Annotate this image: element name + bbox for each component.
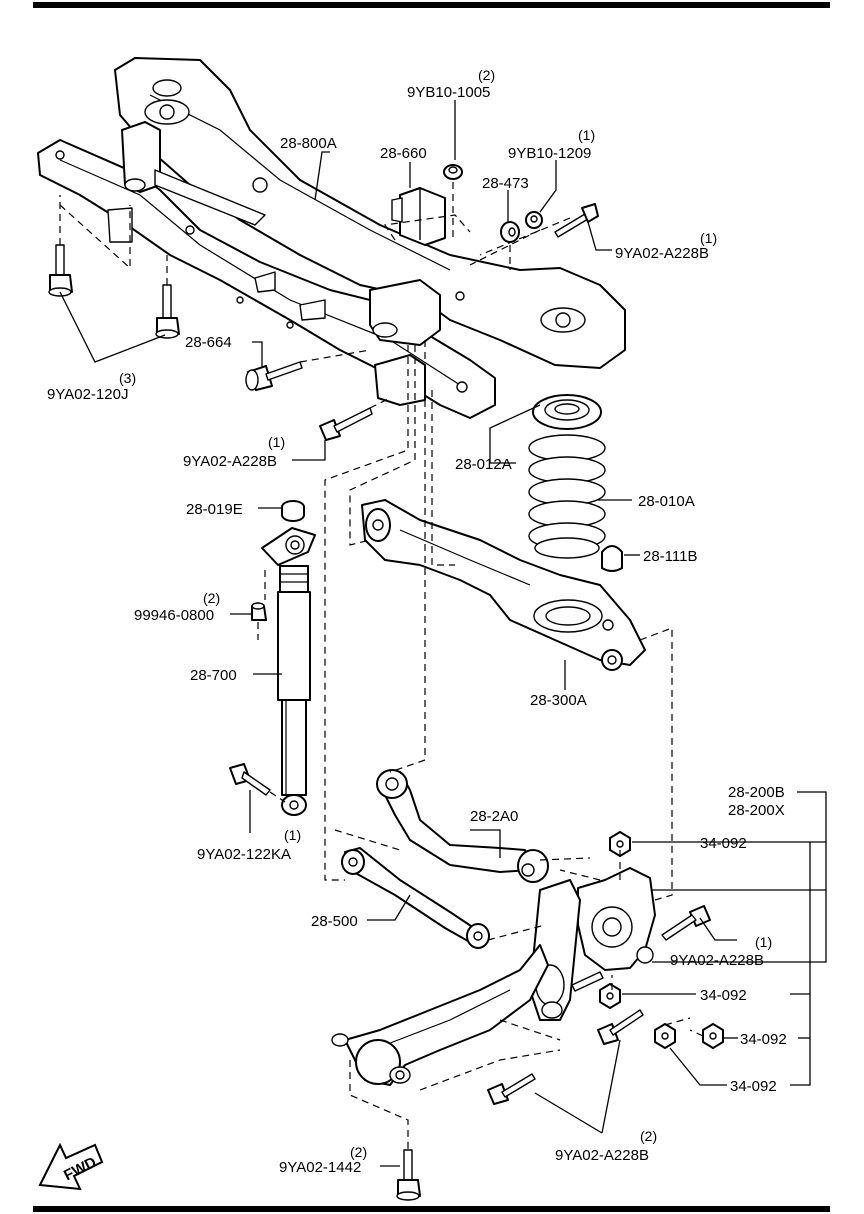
- bolt-28-664-label: 28-664: [185, 334, 232, 351]
- shock-bolt-qty: (1): [284, 827, 301, 843]
- shock-bolt-label: 9YA02-122KA: [197, 846, 291, 863]
- leader-lines: [59, 100, 827, 1167]
- washer-28-473-label: 28-473: [482, 175, 529, 192]
- washer-28-473-part: [500, 221, 520, 243]
- nut-34-092-c-part: [702, 1023, 724, 1049]
- coil-spring-label: 28-010A: [638, 493, 695, 510]
- bolt-bottom-label: 9YA02-A228B: [555, 1147, 649, 1164]
- part-labels: (2) 9YB10-1005 28-800A (1) 9YB10-1209 28…: [47, 67, 787, 1176]
- assembly-lines: [59, 182, 704, 1150]
- coil-spring-part: [528, 434, 606, 559]
- link-28-500-part: [341, 847, 490, 949]
- nut-34-092-d-part: [654, 1023, 676, 1049]
- bolt-upper-right-part: [554, 203, 599, 238]
- crossmember-label: 28-800A: [280, 135, 337, 152]
- bolt-mid-left-label: 9YA02-A228B: [183, 453, 277, 470]
- shock-bushing-part: [281, 500, 305, 522]
- bolt-mid-left-part: [319, 407, 373, 441]
- shock-absorber-label: 28-700: [190, 667, 237, 684]
- knuckle-r-label: 28-200X: [728, 802, 785, 819]
- bolt-knuckle-part: [661, 905, 711, 941]
- upper-arm-part: [376, 769, 549, 883]
- nut-34-092-a-part: [609, 831, 631, 857]
- bolt-knuckle-qty: (1): [755, 934, 772, 950]
- nut-34-092-c-label: 34-092: [740, 1031, 787, 1048]
- bolt-knuckle-label: 9YA02-A228B: [670, 952, 764, 969]
- bump-stop-part: [601, 545, 623, 572]
- fwd-arrow-icon: FWD: [38, 1142, 104, 1191]
- stud-part: [571, 971, 604, 992]
- bump-stop-label: 28-111B: [643, 548, 698, 565]
- bolt-trailing-label: 9YA02-1442: [279, 1159, 361, 1176]
- lower-arm-label: 28-300A: [530, 692, 587, 709]
- bracket-label: 28-660: [380, 145, 427, 162]
- shock-nut-label: 99946-0800: [134, 607, 214, 624]
- shock-absorber-part: [261, 527, 316, 816]
- shock-bolt-part: [229, 763, 271, 796]
- nut-34-092-a-label: 34-092: [700, 835, 747, 852]
- bolt-28-664-part: [245, 361, 303, 391]
- bracket-28-660-part: [391, 187, 446, 246]
- nut-9yb10-1209-qty: (1): [578, 127, 595, 143]
- crossmember: [37, 57, 626, 419]
- lower-arm-part: [361, 499, 646, 671]
- bolt-trailing-qty: (2): [350, 1144, 367, 1160]
- bolt-upper-right-label: 9YA02-A228B: [615, 245, 709, 262]
- bolt-bottom-qty: (2): [640, 1128, 657, 1144]
- bolt-trailing-part: [396, 1149, 421, 1201]
- nut-34-092-b-part: [599, 983, 621, 1009]
- shock-nut-part: [251, 602, 267, 621]
- link-28-500-label: 28-500: [311, 913, 358, 930]
- bolt-left-front-qty: (3): [119, 370, 136, 386]
- nut-9yb10-1209-label: 9YB10-1209: [508, 145, 591, 162]
- shock-nut-qty: (2): [203, 590, 220, 606]
- nut-34-092-d-label: 34-092: [730, 1078, 777, 1095]
- bolt-bottom-lower-part: [487, 1073, 536, 1105]
- nut-9yb10-1209-part: [525, 211, 543, 229]
- spring-seat-part: [532, 394, 602, 430]
- shock-bushing-label: 28-019E: [186, 501, 243, 518]
- nut-9yb10-1005-qty: (2): [478, 67, 495, 83]
- nut-9yb10-1005-part: [443, 164, 463, 180]
- upper-arm-label: 28-2A0: [470, 808, 518, 825]
- bolt-left-front-part: [48, 244, 180, 339]
- trailing-arm-part: [331, 944, 549, 1086]
- nut-34-092-b-label: 34-092: [700, 987, 747, 1004]
- nut-9yb10-1005-label: 9YB10-1005: [407, 84, 490, 101]
- bolt-mid-left-qty: (1): [268, 434, 285, 450]
- bolt-upper-right-qty: (1): [700, 230, 717, 246]
- bolt-left-front-label: 9YA02-120J: [47, 386, 128, 403]
- spring-seat-label: 28-012A: [455, 456, 512, 473]
- knuckle-l-label: 28-200B: [728, 784, 785, 801]
- knuckle-part: [529, 867, 656, 1021]
- bolt-bottom-upper-part: [597, 1009, 644, 1045]
